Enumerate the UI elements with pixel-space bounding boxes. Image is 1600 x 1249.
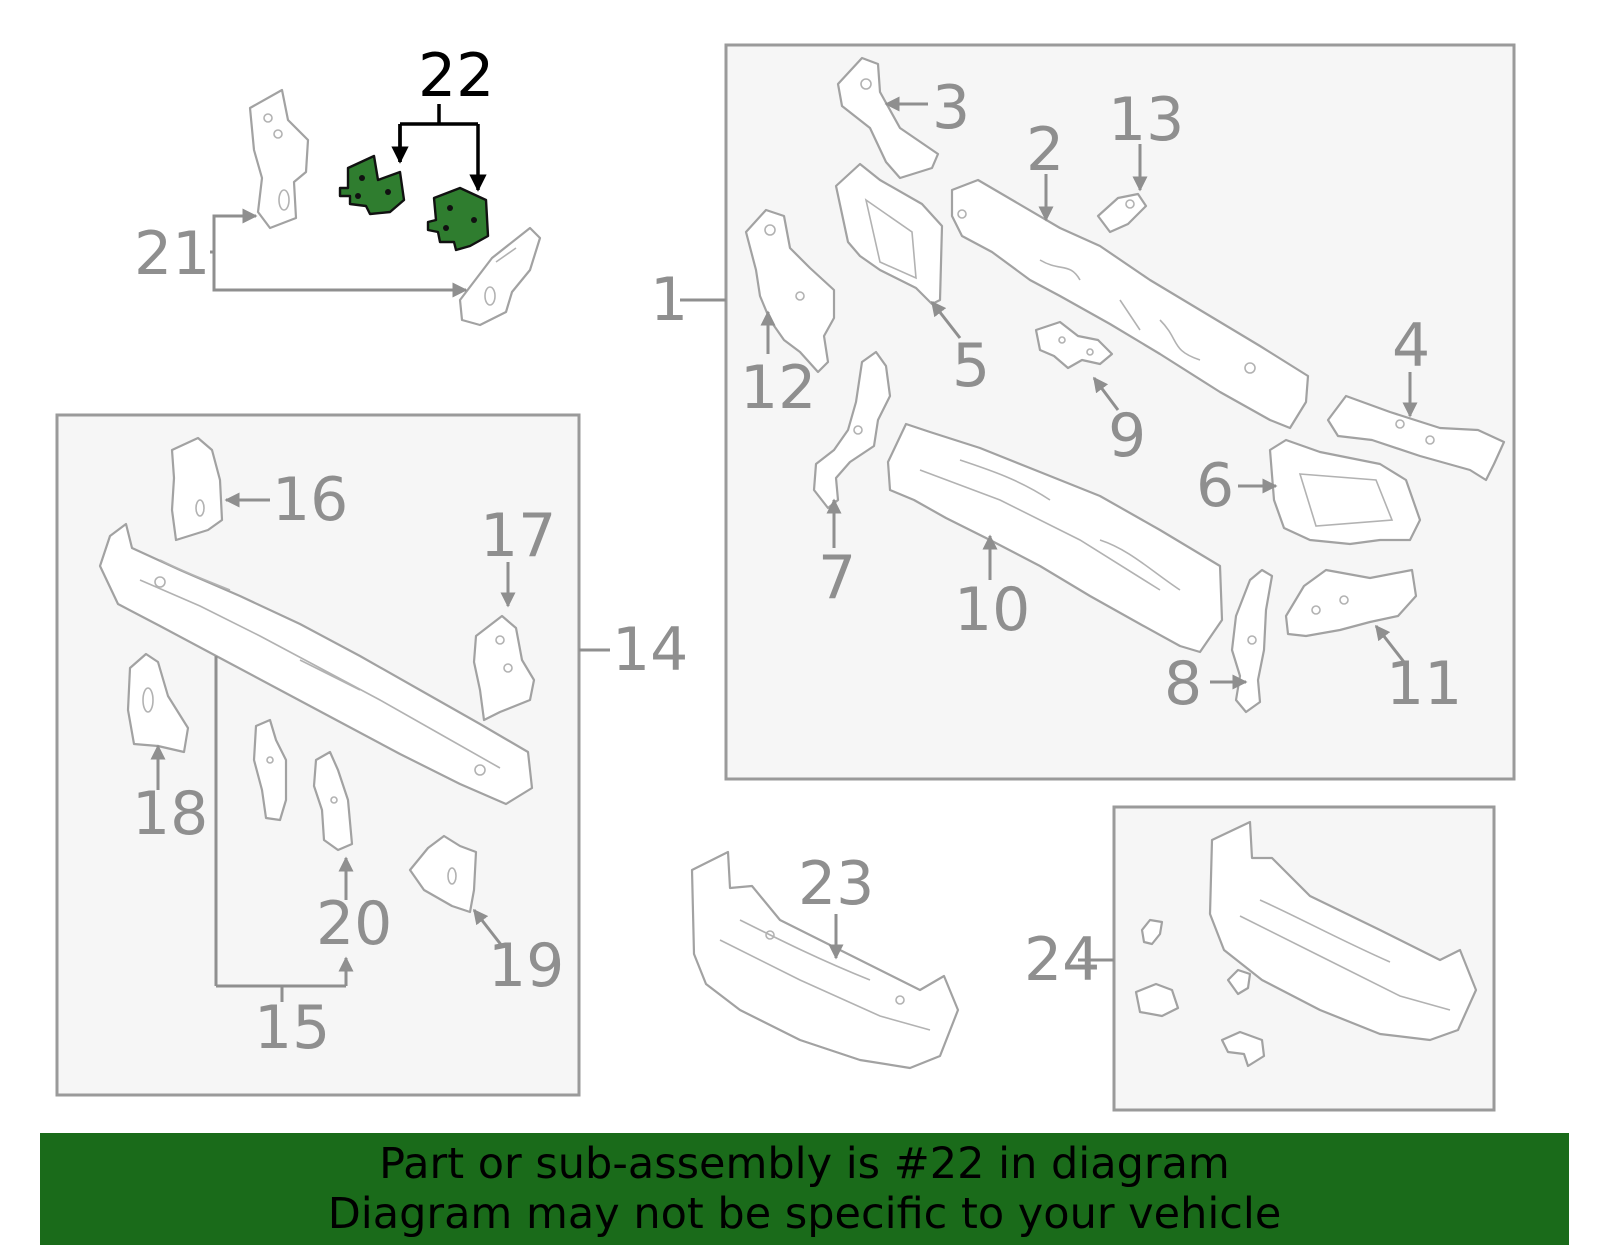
callout-11: 11 <box>1386 649 1462 719</box>
callout-10: 10 <box>954 575 1030 645</box>
leader-5 <box>930 300 962 339</box>
part-9-bracket <box>1034 320 1114 370</box>
callout-18: 18 <box>132 779 208 849</box>
callout-6: 6 <box>1196 451 1234 521</box>
callout-20: 20 <box>316 889 392 959</box>
callout-24: 24 <box>1024 925 1100 995</box>
part-11-bracket <box>1284 568 1418 638</box>
leader-19 <box>472 908 504 947</box>
callout-4: 4 <box>1392 311 1430 381</box>
callout-17: 17 <box>480 501 556 571</box>
callout-23: 23 <box>798 849 874 919</box>
callout-9: 9 <box>1108 401 1146 471</box>
footer-banner: Part or sub-assembly is #22 in diagram D… <box>40 1133 1569 1245</box>
part-16-bracket <box>170 436 224 542</box>
callout-22: 22 <box>418 41 494 111</box>
part-21-lower-bracket <box>458 226 542 327</box>
leader-22 <box>398 122 478 190</box>
callout-5: 5 <box>952 331 990 401</box>
callout-14: 14 <box>612 615 688 685</box>
leader-21-b <box>212 252 468 298</box>
part-22-bracket-left <box>338 154 406 216</box>
footer-line-2: Diagram may not be specific to your vehi… <box>327 1189 1282 1239</box>
part-7-bracket <box>812 350 892 510</box>
callout-15: 15 <box>254 993 330 1063</box>
part-15-bracket-a <box>252 718 288 822</box>
footer-line-1: Part or sub-assembly is #22 in diagram <box>379 1139 1230 1189</box>
part-13-clip <box>1096 192 1148 234</box>
callout-1: 1 <box>650 265 688 335</box>
callout-8: 8 <box>1164 649 1202 719</box>
part-10-lower-tie-bar <box>886 422 1224 654</box>
part-23-under-cover <box>690 850 960 1070</box>
part-6-side-panel <box>1268 438 1422 546</box>
part-24-clip-a <box>1140 918 1164 946</box>
leader-9 <box>1092 376 1120 411</box>
part-19-bracket <box>408 834 478 914</box>
part-3-bracket <box>836 56 940 180</box>
callout-16: 16 <box>272 465 348 535</box>
callout-7: 7 <box>818 543 856 613</box>
callout-19: 19 <box>488 931 564 1001</box>
callout-21: 21 <box>134 219 210 289</box>
part-2-upper-tie-bar <box>950 178 1310 430</box>
part-12-bracket <box>744 208 836 374</box>
callout-3: 3 <box>932 73 970 143</box>
part-24-clip-b <box>1226 968 1252 996</box>
callout-2: 2 <box>1026 115 1064 185</box>
callout-13: 13 <box>1108 85 1184 155</box>
part-17-bracket <box>472 614 536 722</box>
leader-11 <box>1374 624 1406 663</box>
part-21-upper-bracket <box>248 88 310 230</box>
part-22-bracket-right <box>426 186 490 252</box>
part-20-bracket <box>312 750 354 852</box>
part-18-bracket <box>126 652 190 754</box>
part-24-bracket <box>1134 982 1180 1018</box>
part-24-under-cover <box>1208 820 1478 1042</box>
part-15-front-member <box>98 522 534 806</box>
part-4-bracket <box>1326 394 1506 482</box>
leader-21 <box>210 208 258 254</box>
callout-12: 12 <box>740 353 816 423</box>
part-24-clip-c <box>1220 1030 1266 1068</box>
